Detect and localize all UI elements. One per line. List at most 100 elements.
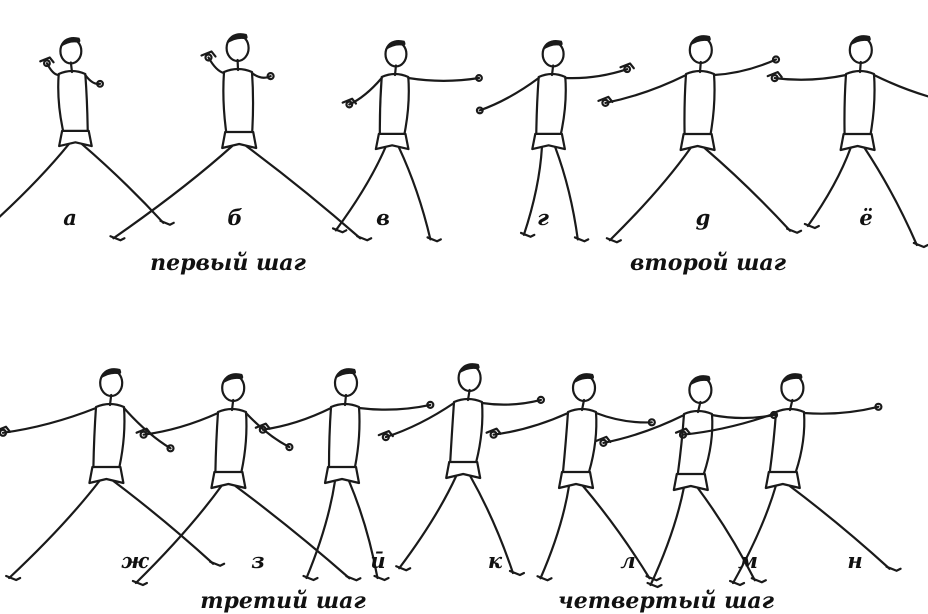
torso (450, 399, 482, 462)
shorts (222, 132, 256, 148)
left-arm (144, 413, 218, 435)
hair (227, 33, 248, 44)
right-leg-foot (160, 221, 173, 225)
hair (100, 368, 121, 379)
shorts (89, 467, 123, 483)
left-arm (494, 413, 568, 435)
left-leg (541, 486, 570, 578)
figure-label-l: л (620, 548, 635, 573)
right-leg (246, 146, 360, 238)
right-leg-foot (914, 243, 928, 247)
right-leg-foot (357, 236, 371, 240)
hair (335, 368, 356, 379)
right-leg (555, 147, 578, 239)
figure-label-b: б (227, 205, 242, 230)
athlete-figure-a (0, 37, 174, 234)
shorts (674, 474, 708, 490)
figure-label-v: в (376, 205, 390, 230)
torso (329, 404, 360, 467)
left-leg (610, 148, 691, 240)
right-leg-foot (375, 576, 389, 580)
right-arm (804, 407, 878, 414)
figure-label-e: ё (859, 205, 872, 230)
left-arm (263, 408, 331, 430)
hair (459, 363, 480, 374)
right-leg (399, 147, 431, 239)
left-leg-foot (110, 236, 124, 240)
right-leg-foot (346, 576, 360, 580)
athlete-figure-v (333, 40, 482, 241)
right-leg (865, 148, 917, 245)
right-leg-foot (510, 571, 524, 575)
left-leg (0, 144, 69, 232)
right-leg-foot (210, 562, 224, 566)
shorts (446, 462, 480, 478)
torso (684, 71, 714, 134)
athlete-figure-i (256, 368, 433, 580)
athlete-figure-zh (0, 368, 224, 580)
hair (222, 373, 243, 384)
left-arm (480, 78, 539, 110)
athlete-figure-g (477, 40, 634, 241)
right-arm (874, 75, 928, 103)
hair (781, 373, 802, 384)
torso (563, 409, 596, 472)
athlete-figure-n (676, 373, 901, 585)
torso (380, 74, 409, 134)
right-arm (408, 78, 479, 81)
hair (689, 375, 710, 386)
left-arm (386, 403, 454, 437)
hair (60, 37, 80, 47)
torso (223, 69, 253, 132)
right-arm (565, 69, 627, 78)
figure-label-a: а (63, 205, 77, 230)
right-arm (359, 405, 430, 410)
shorts (325, 467, 359, 483)
figure-label-i: ū (370, 548, 385, 573)
shorts (59, 131, 92, 146)
torso (215, 409, 246, 472)
right-leg-foot (752, 578, 766, 582)
left-leg-foot (133, 581, 147, 585)
shorts (681, 134, 715, 150)
left-arm (3, 408, 96, 433)
athlete-figure-k (379, 363, 544, 575)
shorts (376, 134, 409, 149)
figure-label-zh: ж (121, 548, 149, 573)
hair (543, 40, 563, 50)
left-leg (9, 481, 99, 578)
left-leg-foot (6, 576, 20, 580)
left-leg-foot (805, 224, 819, 228)
left-leg-foot (396, 566, 410, 570)
left-leg-foot (521, 233, 534, 237)
right-leg-foot (428, 237, 441, 241)
shorts (559, 472, 593, 488)
figure-label-g: г (537, 205, 549, 230)
right-leg-foot (575, 237, 588, 241)
torso (93, 404, 124, 467)
phase-caption-step3: третий шаг (200, 588, 366, 614)
right-arm (482, 400, 541, 405)
left-leg (399, 476, 456, 568)
torso (678, 411, 713, 474)
hair (386, 40, 406, 50)
shorts (766, 472, 800, 488)
right-arm (714, 60, 776, 76)
phase-caption-step1: первый шаг (150, 250, 306, 276)
left-arm (775, 75, 846, 80)
shorts (211, 472, 245, 488)
left-leg-foot (333, 228, 346, 232)
right-leg-foot (787, 229, 801, 233)
left-leg-foot (607, 238, 621, 242)
torso (536, 74, 565, 134)
phase-caption-step2: второй шаг (630, 250, 787, 276)
left-leg-foot (538, 576, 552, 580)
figure-label-z: з (251, 548, 264, 573)
shorts (841, 134, 875, 150)
left-leg (808, 148, 851, 226)
left-leg-foot (648, 583, 662, 587)
figure-label-d: g (696, 205, 711, 230)
torso (770, 409, 805, 472)
phase-caption-step4: четвертый шаг (558, 588, 775, 614)
